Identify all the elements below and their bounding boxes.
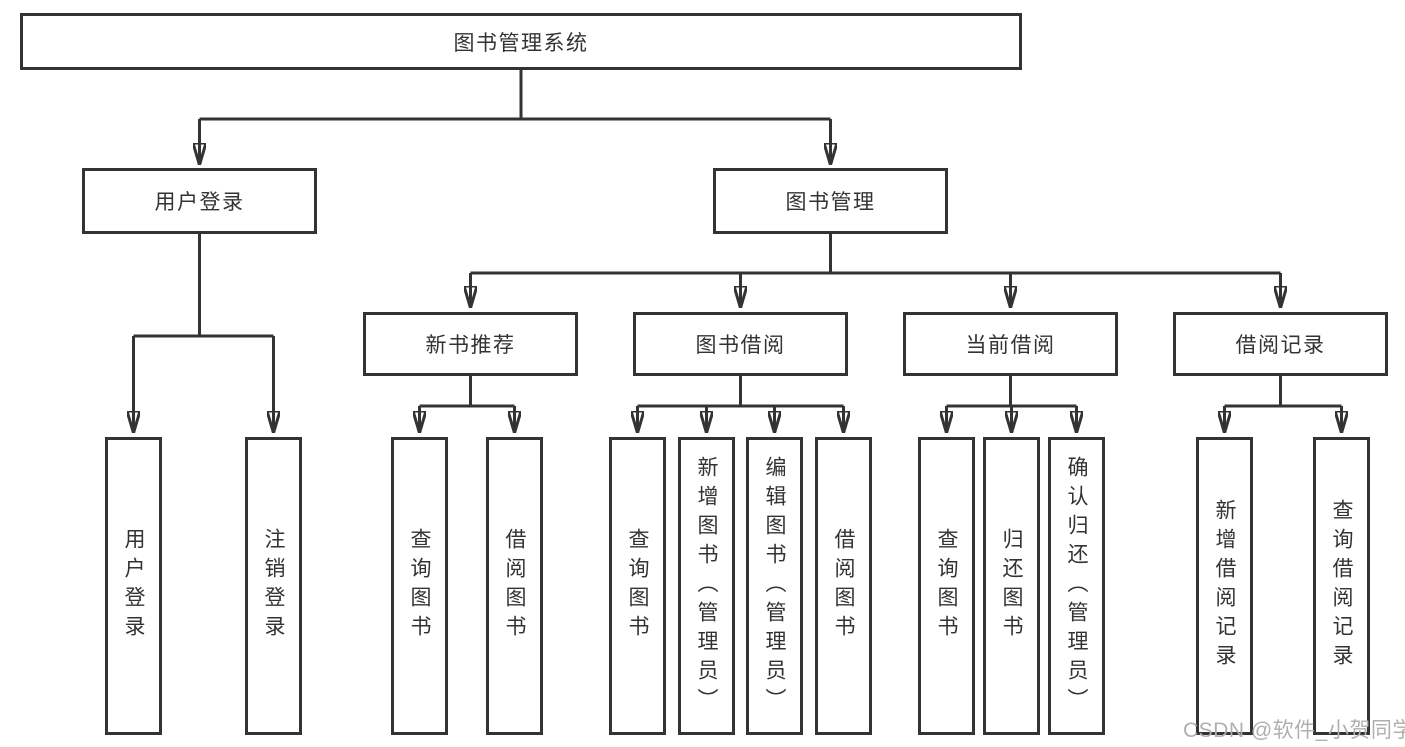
leaf-add-borrow-record: 新增借阅记录 bbox=[1196, 437, 1253, 735]
connector-book-management-to-level3 bbox=[471, 234, 1281, 307]
leaf-user-login: 用户登录 bbox=[105, 437, 162, 735]
connector-current-borrowing-to-leaves bbox=[947, 376, 1077, 432]
connector-borrowing-records-to-leaves bbox=[1225, 376, 1342, 432]
connector-root-to-level2 bbox=[200, 70, 831, 164]
node-user-login: 用户登录 bbox=[82, 168, 317, 234]
leaf-borrow-books: 借阅图书 bbox=[486, 437, 543, 735]
connector-new-book-recommendation-to-leaves bbox=[420, 376, 515, 432]
connector-user-login-to-leaves bbox=[134, 234, 274, 432]
leaf-borrow-books-2: 借阅图书 bbox=[815, 437, 872, 735]
leaf-return-books: 归还图书 bbox=[983, 437, 1040, 735]
node-root-system: 图书管理系统 bbox=[20, 13, 1022, 70]
leaf-query-books-2: 查询图书 bbox=[609, 437, 666, 735]
node-new-book-recommendation: 新书推荐 bbox=[363, 312, 578, 376]
leaf-query-books: 查询图书 bbox=[391, 437, 448, 735]
node-book-borrowing: 图书借阅 bbox=[633, 312, 848, 376]
node-book-management: 图书管理 bbox=[713, 168, 948, 234]
leaf-edit-book-admin: 编辑图书（管理员） bbox=[746, 437, 803, 735]
leaf-query-books-3: 查询图书 bbox=[918, 437, 975, 735]
leaf-add-book-admin: 新增图书（管理员） bbox=[678, 437, 735, 735]
csdn-watermark: CSDN @软件_小贺同学 bbox=[1183, 719, 1405, 742]
node-current-borrowing: 当前借阅 bbox=[903, 312, 1118, 376]
connector-book-borrowing-to-leaves bbox=[638, 376, 844, 432]
leaf-confirm-return-admin: 确认归还（管理员） bbox=[1048, 437, 1105, 735]
leaf-logout: 注销登录 bbox=[245, 437, 302, 735]
leaf-query-borrow-record: 查询借阅记录 bbox=[1313, 437, 1370, 735]
node-borrowing-records: 借阅记录 bbox=[1173, 312, 1388, 376]
